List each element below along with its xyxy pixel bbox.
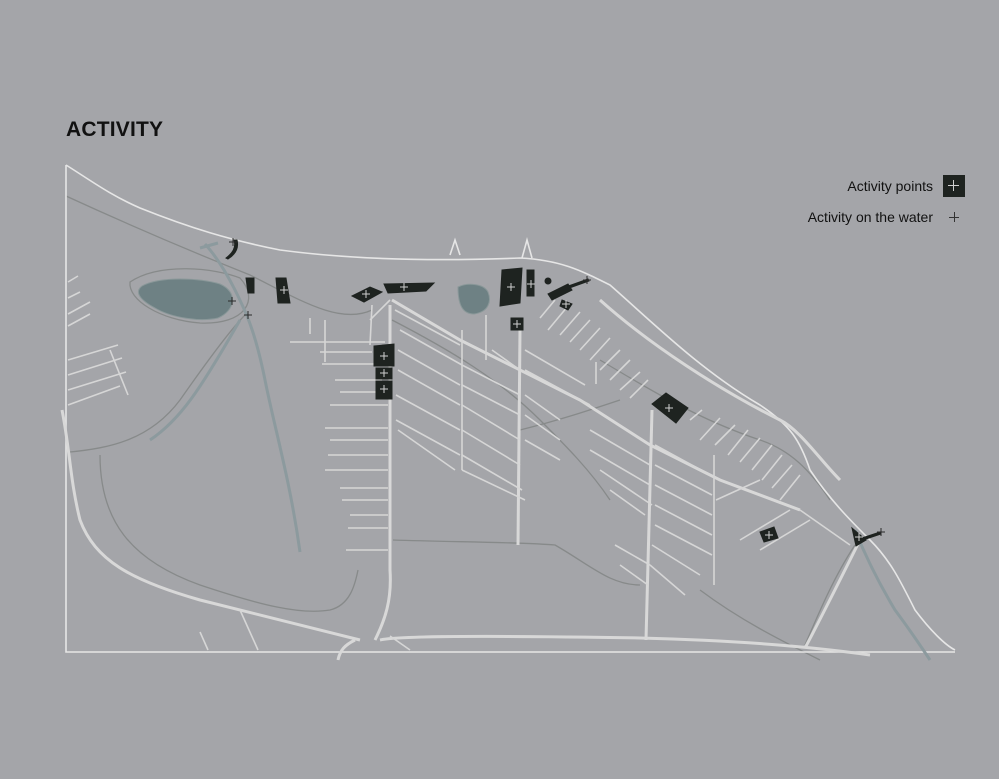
terrain-contours: [65, 195, 856, 661]
legend-label: Activity points: [847, 178, 933, 194]
shoreline-boundary: [65, 164, 956, 653]
water-activity-cross-icon: [877, 528, 885, 536]
street-grid: [67, 275, 851, 651]
activity-areas[interactable]: [225, 239, 882, 547]
lake-west: [138, 278, 233, 321]
water-activity-cross-icon: [228, 297, 236, 305]
activity-area: [544, 277, 552, 285]
legend-label: Activity on the water: [807, 209, 933, 225]
activity-area: [559, 278, 590, 292]
legend-item-activity-points: Activity points: [808, 174, 965, 198]
legend: Activity points Activity on the water: [808, 174, 965, 236]
activity-crosses: [280, 280, 863, 541]
water-activity-cross-icon: [244, 311, 252, 319]
main-roads: [60, 298, 871, 661]
activity-area: [383, 282, 436, 294]
water-activity-cross-icon: [943, 206, 965, 228]
canals: [149, 241, 932, 661]
water-bodies: [138, 278, 490, 321]
activity-point-swatch-icon: [943, 175, 965, 197]
map-title: ACTIVITY: [66, 118, 164, 141]
activity-area: [225, 239, 239, 260]
water-activity-cross-icon: [583, 276, 591, 284]
water-activity-cross-icon: [229, 238, 237, 246]
water-activity-markers[interactable]: [228, 238, 885, 536]
lake-east: [457, 283, 490, 315]
legend-item-activity-water: Activity on the water: [808, 205, 965, 229]
activity-area: [245, 277, 255, 294]
